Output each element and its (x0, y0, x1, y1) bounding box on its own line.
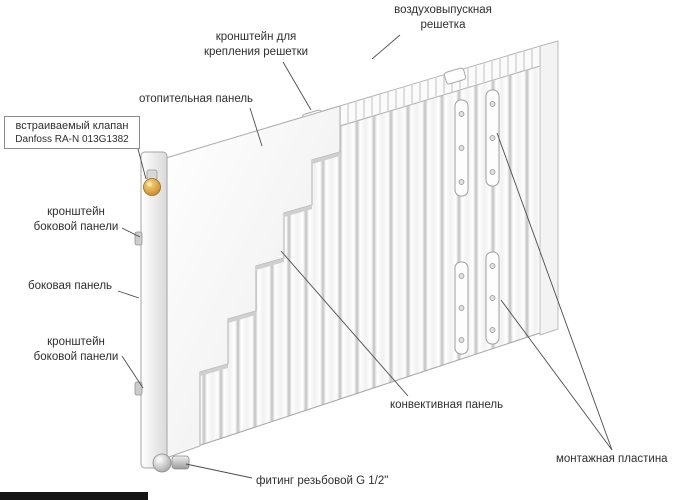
mounting-plates (454, 89, 500, 355)
label-grille-bracket: кронштейн для крепления решетки (203, 31, 309, 58)
label-mounting-plate: монтажная пластина (556, 453, 668, 465)
label-heating-panel: отопительная панель (139, 93, 254, 105)
watermark-bar (0, 492, 148, 500)
label-threaded-fitting: фитинг резьбовой G 1/2" (256, 475, 389, 487)
label-builtin-valve: встраиваемый клапан Danfoss RA-N 013G138… (4, 116, 140, 149)
label-side-panel-bracket-bottom: кронштейн боковой панели (33, 336, 119, 363)
label-air-vent-grille: воздуховыпускная решетка (394, 4, 492, 31)
builtin-valve (143, 169, 161, 196)
back-panel-edge (539, 40, 559, 336)
label-side-panel-bracket-top: кронштейн боковой панели (33, 206, 119, 233)
side-panel-bracket-top-clip (134, 231, 143, 246)
leader-lines (117, 34, 613, 479)
cutaway-step-edges (200, 152, 340, 376)
side-panel (134, 151, 168, 469)
label-side-panel: боковая панель (28, 280, 113, 292)
side-panel-bracket-bottom-clip (134, 381, 143, 396)
heating-panel (165, 105, 341, 459)
label-convective-panel: конвективная панель (390, 399, 504, 411)
threaded-fitting (152, 453, 190, 473)
